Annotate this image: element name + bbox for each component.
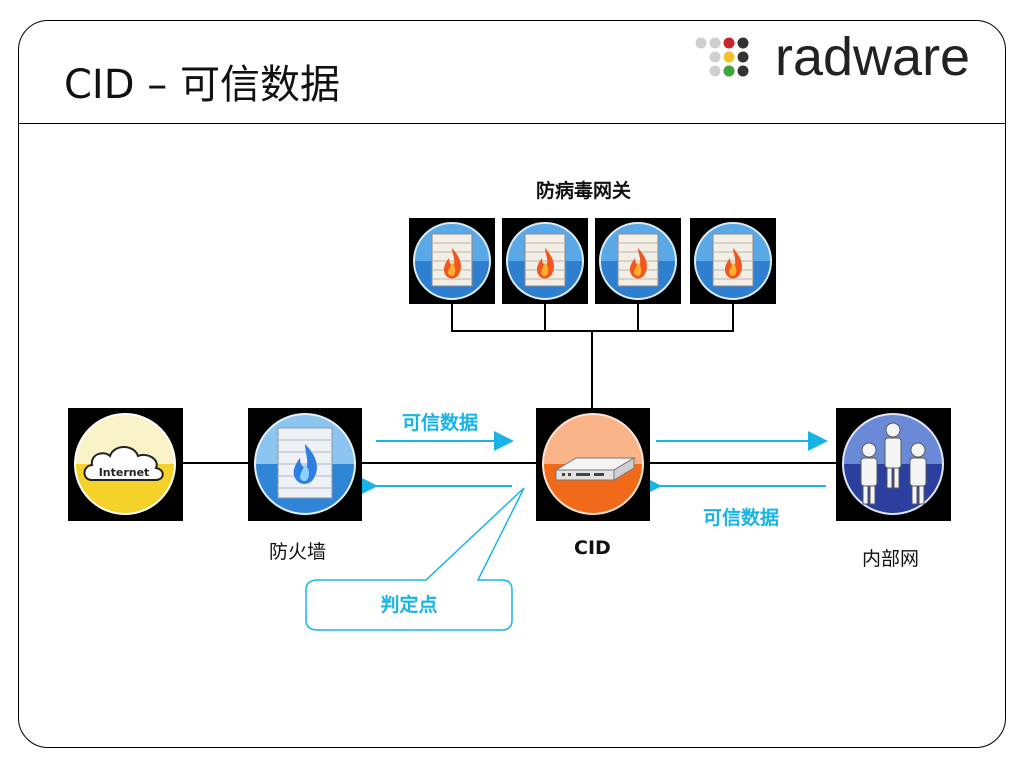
av-gateway-4-icon xyxy=(689,217,777,305)
av-gateway-2-icon xyxy=(501,217,589,305)
brand-name: radware xyxy=(775,27,971,87)
av-gateway-3-icon xyxy=(594,217,682,305)
av-gateway-1-icon xyxy=(408,217,496,305)
lan-label: 内部网 xyxy=(862,548,920,570)
internet-cloud-icon: Internet xyxy=(68,408,183,521)
flow-arrows xyxy=(358,431,828,496)
cid-label: CID xyxy=(574,537,611,559)
trusted-data-left-label: 可信数据 xyxy=(402,412,479,434)
decision-point-label: 判定点 xyxy=(380,594,438,616)
title-divider xyxy=(18,123,1006,124)
firewall-label: 防火墙 xyxy=(269,541,327,563)
internet-text: Internet xyxy=(99,466,150,479)
radware-logo: radware xyxy=(693,27,998,94)
slide-frame xyxy=(18,20,1006,748)
decision-point-callout xyxy=(305,487,525,631)
gateway-bus-connector xyxy=(451,304,734,409)
firewall-icon xyxy=(248,408,362,521)
page-title: CID – 可信数据 xyxy=(64,62,340,108)
lan-users-icon xyxy=(836,408,951,521)
trusted-data-right-label: 可信数据 xyxy=(703,507,780,529)
logo-dots-icon xyxy=(695,37,749,77)
cid-appliance-icon xyxy=(536,408,650,521)
av-gateway-label: 防病毒网关 xyxy=(536,180,632,202)
